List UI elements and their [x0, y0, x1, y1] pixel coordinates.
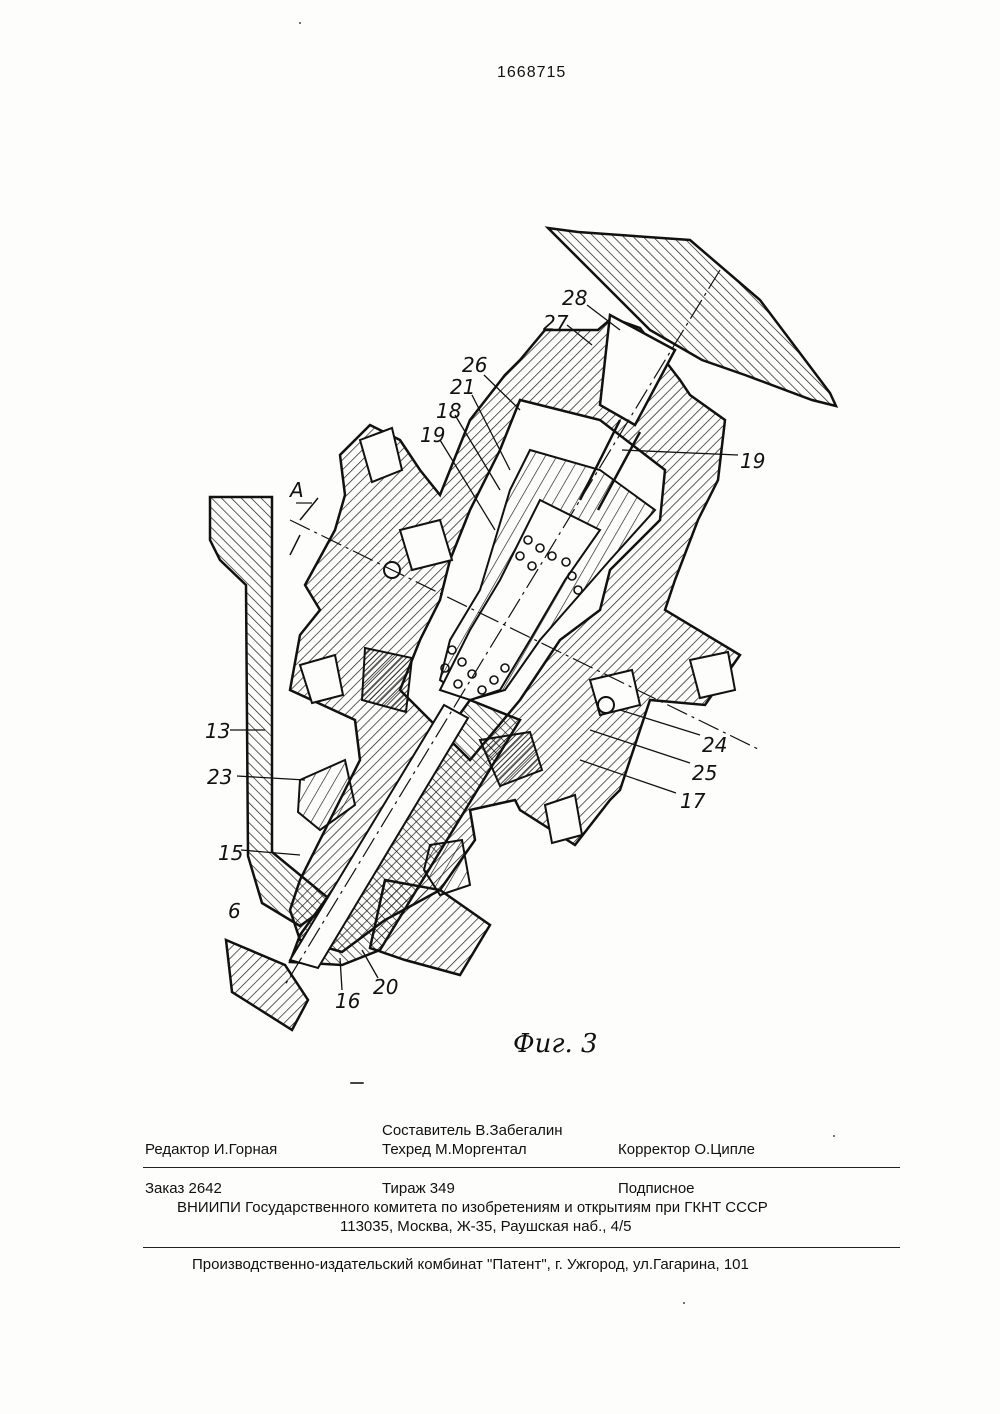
printer: Производственно-издательский комбинат "П…: [192, 1256, 749, 1273]
scan-speck: [299, 22, 301, 24]
callout-A: A: [288, 478, 304, 502]
rule-bottom: [143, 1247, 900, 1248]
callout-26: 26: [462, 353, 487, 377]
callout-28: 28: [562, 286, 587, 310]
callout-24: 24: [702, 733, 727, 757]
callout-27: 27: [543, 311, 569, 335]
rule-top: [143, 1167, 900, 1168]
callout-19-right: 19: [740, 449, 765, 473]
scan-speck: [683, 1302, 685, 1304]
publisher: ВНИИПИ Государственного комитета по изоб…: [177, 1199, 768, 1216]
publisher-address: 113035, Москва, Ж-35, Раушская наб., 4/5: [340, 1218, 632, 1235]
technical-drawing: 28 27 26 21 18 19 19 A 13 23 15 6 16 20 …: [0, 0, 1000, 1100]
print-run: Тираж 349: [382, 1180, 455, 1197]
callout-21: 21: [450, 375, 475, 399]
bearing-upper: [362, 648, 412, 712]
callout-13: 13: [205, 719, 230, 743]
callout-20: 20: [373, 975, 398, 999]
editor: Редактор И.Горная: [145, 1141, 277, 1158]
subscription: Подписное: [618, 1180, 695, 1197]
bottom-clamp: [370, 880, 490, 975]
callout-6: 6: [228, 899, 241, 923]
callout-15: 15: [218, 841, 243, 865]
callout-23: 23: [207, 765, 232, 789]
scan-speck: [833, 1135, 835, 1137]
order-number: Заказ 2642: [145, 1180, 222, 1197]
callout-19-left: 19: [420, 423, 445, 447]
scan-speck: [350, 1082, 364, 1084]
figure-caption: Фиг. 3: [513, 1029, 598, 1059]
callout-16: 16: [335, 989, 360, 1013]
proofreader: Корректор О.Ципле: [618, 1141, 755, 1158]
callout-18: 18: [436, 399, 461, 423]
callout-25: 25: [692, 761, 717, 785]
compiler: Составитель В.Забегалин: [382, 1122, 563, 1139]
tech-editor: Техред М.Моргентал: [382, 1141, 527, 1158]
callout-17: 17: [680, 789, 706, 813]
